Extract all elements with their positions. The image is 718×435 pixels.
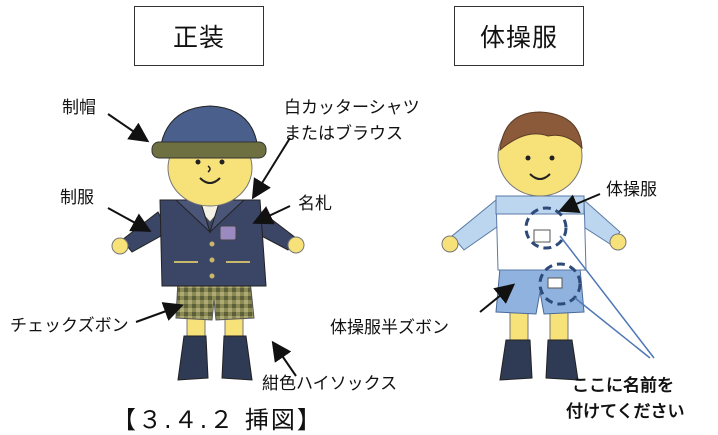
- label-arrows: [107, 113, 601, 377]
- shirt-label-line1: 白カッターシャツ: [284, 98, 420, 118]
- name-note-line2: 付けてください: [566, 402, 685, 422]
- figure-caption: 【３.４.２ 挿図】: [112, 406, 323, 434]
- name-note-line1: ここに名前を: [572, 376, 674, 396]
- cap-label: 制帽: [62, 98, 96, 118]
- gym-shorts-label: 体操服半ズボン: [330, 318, 449, 338]
- gym-heading-box: 体操服: [454, 6, 584, 66]
- formal-figure: [111, 105, 305, 381]
- nametag-label: 名札: [298, 194, 332, 214]
- gym-figure: [441, 111, 655, 381]
- uniform-label: 制服: [60, 188, 94, 208]
- gym-heading: 体操服: [479, 23, 558, 52]
- gym-shirt-label: 体操服: [606, 180, 657, 200]
- formal-heading: 正装: [172, 23, 225, 52]
- formal-heading-box: 正装: [134, 6, 264, 66]
- socks-label: 紺色ハイソックス: [262, 374, 398, 394]
- check-shorts-label: チェックズボン: [10, 316, 129, 336]
- shirt-label-line2: またはブラウス: [284, 124, 403, 144]
